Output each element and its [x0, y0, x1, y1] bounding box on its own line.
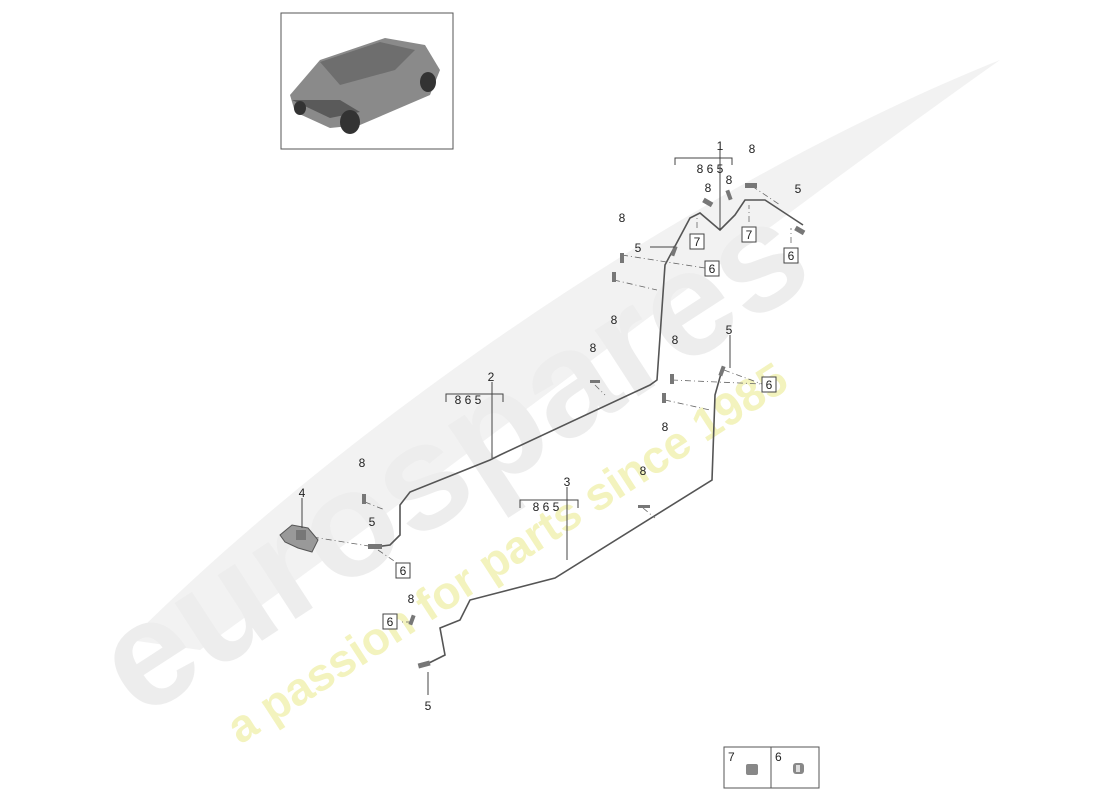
callout-label: 7: [746, 228, 753, 242]
callout-box: [704, 260, 720, 277]
callout-label: 5: [369, 515, 376, 529]
legend: 7 6: [723, 746, 820, 789]
callout-label: 8: [662, 420, 669, 434]
callout-label: 8: [359, 456, 366, 470]
callout-label: 4: [299, 486, 306, 500]
clip-icon: [746, 764, 758, 775]
callout-label: 8 6 5: [455, 393, 482, 407]
callout-label: 8: [640, 464, 647, 478]
part-4-component: [279, 524, 319, 553]
callout-label: 8 6 5: [697, 162, 724, 176]
brake-lines: [374, 199, 804, 666]
brake-line-rear: [424, 369, 723, 666]
callout-label: 6: [400, 564, 407, 578]
callout-box: [382, 613, 398, 630]
watermark-brand: eurospares: [66, 165, 836, 746]
legend-number-6: 6: [775, 750, 782, 764]
watermark-swoosh: [130, 60, 1000, 650]
watermark: eurospares a passion for parts since 198…: [66, 60, 1000, 753]
callout-label: 8 6 5: [533, 500, 560, 514]
callout-label: 8: [619, 211, 626, 225]
brake-line-front: [374, 199, 804, 548]
callout-box: [783, 247, 799, 264]
callout-box: [761, 376, 777, 393]
callout-label: 6: [709, 262, 716, 276]
callout-label: 8: [408, 592, 415, 606]
callout-label: 8: [611, 313, 618, 327]
callout-label: 3: [564, 475, 571, 489]
callout-label: 6: [766, 378, 773, 392]
vehicle-thumbnail: [280, 12, 454, 150]
callout-label: 5: [635, 241, 642, 255]
callout-box: [689, 233, 705, 250]
label-brackets: [301, 150, 733, 695]
callout-label: 8: [590, 341, 597, 355]
callout-label: 2: [488, 370, 495, 384]
callout-label: 5: [795, 182, 802, 196]
callout-label: 5: [425, 699, 432, 713]
callout-label: 6: [387, 615, 394, 629]
fittings: [362, 183, 806, 669]
callout-label: 8: [705, 181, 712, 195]
leader-lines: [299, 185, 792, 623]
callout-box: [741, 226, 757, 243]
callout-label: 8: [726, 173, 733, 187]
callout-label: 1: [717, 139, 724, 153]
callout-label: 7: [694, 235, 701, 249]
legend-number-7: 7: [728, 750, 735, 764]
callout-label: 8: [749, 142, 756, 156]
callout-label: 8: [672, 333, 679, 347]
callout-label: 5: [726, 323, 733, 337]
callout-box: [395, 562, 411, 579]
callout-label: 6: [788, 249, 795, 263]
